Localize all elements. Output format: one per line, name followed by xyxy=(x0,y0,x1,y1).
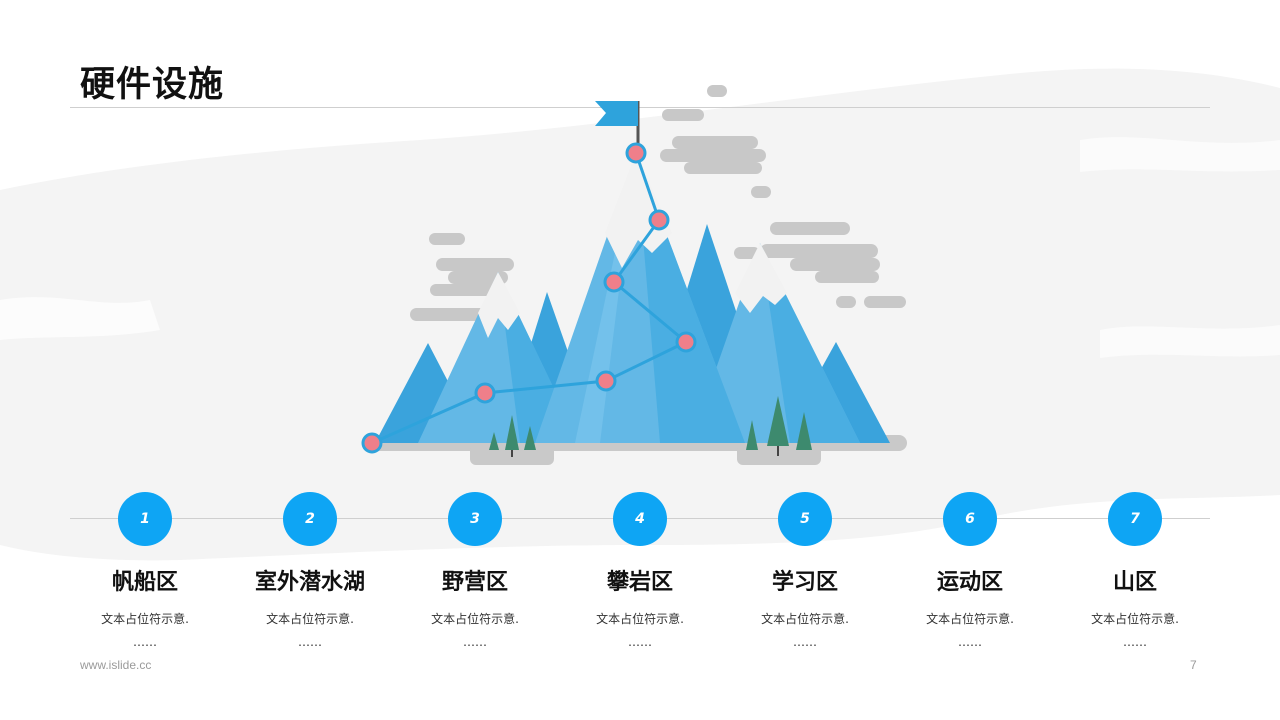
step-number-badge: 3 xyxy=(448,492,502,546)
step-1: 1 帆船区 文本占位符示意. …… xyxy=(65,492,225,654)
step-description: 文本占位符示意. …… xyxy=(890,608,1050,654)
step-desc-ellipsis: …… xyxy=(133,635,157,649)
step-4: 4 攀岩区 文本占位符示意. …… xyxy=(560,492,720,654)
step-7: 7 山区 文本占位符示意. …… xyxy=(1055,492,1215,654)
step-number-badge: 1 xyxy=(118,492,172,546)
step-title: 野营区 xyxy=(441,570,508,595)
step-desc-ellipsis: …… xyxy=(958,635,982,649)
step-title: 学习区 xyxy=(771,570,838,595)
slide-title: 硬件设施 xyxy=(80,65,225,105)
step-description: 文本占位符示意. …… xyxy=(65,608,225,654)
step-desc-ellipsis: …… xyxy=(1123,635,1147,649)
step-description: 文本占位符示意. …… xyxy=(230,608,390,654)
step-number-badge: 2 xyxy=(283,492,337,546)
footer-url: www.islide.cc xyxy=(80,658,152,672)
step-desc-ellipsis: …… xyxy=(298,635,322,649)
step-title: 攀岩区 xyxy=(606,570,673,595)
step-title: 帆船区 xyxy=(111,570,178,595)
step-number-badge: 6 xyxy=(943,492,997,546)
step-5: 5 学习区 文本占位符示意. …… xyxy=(725,492,885,654)
cloud-icon xyxy=(410,85,906,321)
step-desc-line: 文本占位符示意. xyxy=(596,612,684,626)
step-description: 文本占位符示意. …… xyxy=(1055,608,1215,654)
step-6: 6 运动区 文本占位符示意. …… xyxy=(890,492,1050,654)
page-number: 7 xyxy=(1190,658,1197,672)
step-desc-ellipsis: …… xyxy=(793,635,817,649)
step-2: 2 室外潜水湖 文本占位符示意. …… xyxy=(230,492,390,654)
title-divider xyxy=(70,107,1210,108)
step-desc-ellipsis: …… xyxy=(628,635,652,649)
step-desc-line: 文本占位符示意. xyxy=(926,612,1014,626)
step-number-badge: 4 xyxy=(613,492,667,546)
step-title: 运动区 xyxy=(936,570,1003,595)
step-description: 文本占位符示意. …… xyxy=(725,608,885,654)
step-description: 文本占位符示意. …… xyxy=(395,608,555,654)
step-3: 3 野营区 文本占位符示意. …… xyxy=(395,492,555,654)
step-desc-line: 文本占位符示意. xyxy=(761,612,849,626)
step-title: 山区 xyxy=(1112,570,1157,595)
step-desc-line: 文本占位符示意. xyxy=(1091,612,1179,626)
route-waypoints xyxy=(361,142,697,454)
step-description: 文本占位符示意. …… xyxy=(560,608,720,654)
step-title: 室外潜水湖 xyxy=(254,570,365,595)
step-desc-line: 文本占位符示意. xyxy=(101,612,189,626)
step-desc-line: 文本占位符示意. xyxy=(431,612,519,626)
step-number-badge: 5 xyxy=(778,492,832,546)
tree-icon xyxy=(489,396,812,457)
step-number-badge: 7 xyxy=(1108,492,1162,546)
step-desc-ellipsis: …… xyxy=(463,635,487,649)
step-desc-line: 文本占位符示意. xyxy=(266,612,354,626)
